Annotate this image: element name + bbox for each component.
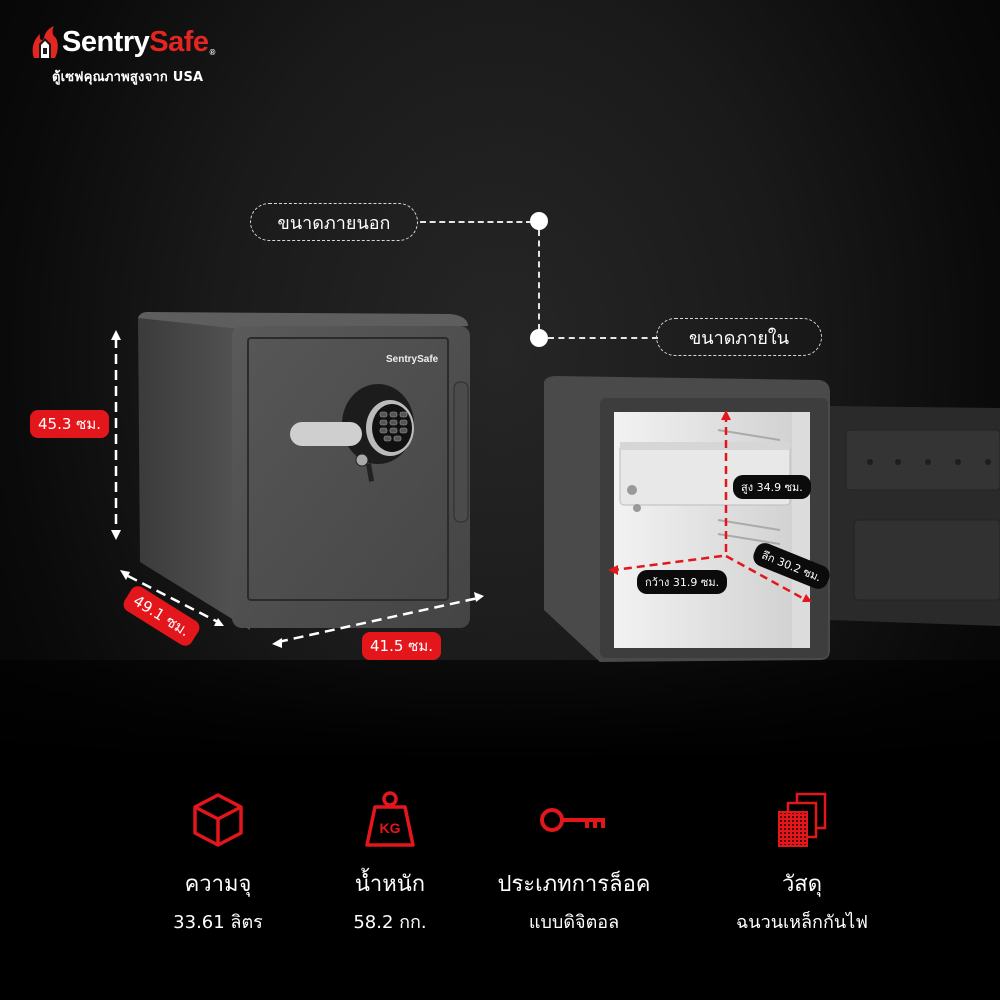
interior-height-badge: สูง 34.9 ซม. (733, 475, 811, 499)
exterior-size-text: ขนาดภายนอก (277, 212, 391, 234)
feature-weight-title: น้ำหนัก (354, 872, 426, 897)
feature-material: วัสดุ ฉนวนเหล็กกันไฟ (702, 790, 902, 936)
feature-material-value: ฉนวนเหล็กกันไฟ (736, 912, 868, 933)
feature-lock-type-title: ประเภทการล็อค (497, 872, 651, 897)
exterior-height-badge: 45.3 ซม. (30, 410, 110, 438)
exterior-width-badge: 41.5 ซม. (362, 632, 442, 660)
flame-house-icon (32, 26, 58, 58)
door-logo-text: SentrySafe (386, 354, 439, 365)
interior-size-label: ขนาดภายใน (656, 318, 822, 356)
feature-capacity: ความจุ 33.61 ลิตร (118, 790, 318, 936)
interior-height-value: สูง 34.9 ซม. (741, 481, 803, 494)
brand-tagline: ตู้เซฟคุณภาพสูงจาก USA (52, 70, 204, 85)
connector-dot-top (530, 212, 548, 230)
svg-text:KG: KG (380, 820, 401, 836)
interior-width-badge: กว้าง 31.9 ซม. (637, 570, 728, 594)
connector-dot-bottom (530, 329, 548, 347)
brand-logo: SentrySafe® (30, 22, 215, 62)
vertical-connector-line (538, 230, 540, 330)
brand-wordmark: SentrySafe® (62, 25, 216, 58)
exterior-height-value: 45.3 ซม. (38, 415, 102, 433)
feature-material-title: วัสดุ (781, 872, 823, 897)
interior-size-text: ขนาดภายใน (688, 327, 790, 349)
feature-weight: KG น้ำหนัก 58.2 กก. (290, 790, 490, 936)
cube-icon (118, 790, 318, 850)
registered-mark: ® (209, 47, 216, 57)
feature-weight-value: 58.2 กก. (353, 912, 427, 933)
feature-capacity-value: 33.61 ลิตร (173, 912, 263, 933)
closed-safe-image: SentrySafe (111, 312, 484, 648)
open-safe-image (544, 376, 1000, 662)
interior-connector-line (548, 337, 658, 339)
material-layers-icon (702, 790, 902, 850)
brand-name-sentry: Sentry (62, 25, 150, 58)
feature-lock-type-value: แบบดิจิตอล (528, 912, 620, 933)
key-icon (474, 790, 674, 850)
exterior-connector-line (420, 221, 532, 223)
brand-header: SentrySafe® ตู้เซฟคุณภาพสูงจาก USA (30, 22, 215, 87)
weight-kg-icon: KG (290, 790, 490, 850)
brand-name-safe: Safe (149, 25, 209, 58)
feature-lock-type: ประเภทการล็อค แบบดิจิตอล (474, 790, 674, 936)
exterior-width-value: 41.5 ซม. (370, 637, 434, 655)
background-fade (0, 660, 1000, 1000)
feature-capacity-title: ความจุ (184, 872, 252, 897)
exterior-size-label: ขนาดภายนอก (250, 203, 418, 241)
interior-width-value: กว้าง 31.9 ซม. (645, 576, 720, 589)
